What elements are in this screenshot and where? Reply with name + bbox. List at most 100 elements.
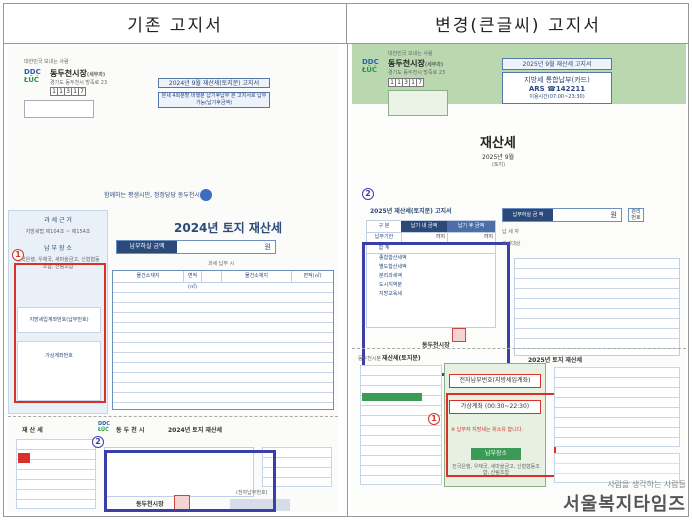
stub-red-tag (18, 453, 30, 463)
sender-city: 동두천시장(세무과) (388, 59, 444, 68)
item-1: 종합합산세액 (379, 255, 407, 261)
slogan-badge-icon (200, 189, 212, 201)
annotation-box-1 (14, 263, 106, 403)
center-divider (347, 44, 348, 517)
stub-tax: 재 산 세 (22, 427, 43, 434)
item-2: 별도합산세액 (379, 264, 407, 270)
left-column: 과 세 근 거 지방세법 제104조 ~ 제154조 납 부 장 소 전국은행,… (8, 210, 108, 414)
stub-left-table (360, 365, 442, 485)
stub-title: 2024년 토지 재산세 (168, 427, 222, 434)
annotation-box-1 (446, 393, 556, 477)
watermark-subtitle: 사람을 생각하는 사람들 (607, 480, 686, 489)
sender-city: 동두천시장(세무과) (50, 69, 106, 78)
taxpayer-label: 납 세 자 (502, 229, 519, 235)
amount-unit: 원 (610, 211, 617, 219)
electronic-account-box: 지방세입계좌번호(납부번호) (17, 307, 101, 333)
sender-address: 경기도 동두천시 방죽로 23 (388, 70, 446, 76)
stub-green-panel: 전자납부번호(지방세입계좌) 가상계좌 (00:30~22:30) ※ 납부자 … (444, 363, 546, 487)
sender-address: 경기도 동두천시 방죽로 23 (50, 80, 108, 86)
amount-row: 납부하실 금액 원 (116, 240, 276, 254)
stub-right-notes (554, 453, 680, 483)
pay-place-text: 전국은행, 우체국, 새마을금고, 신협협동조합, 산림조합 (16, 257, 100, 270)
virtual-account: 가상계좌 (00:30~22:30) (449, 400, 541, 414)
sender-line: 대한민국 보내는 사람 (388, 51, 433, 57)
item-4: 도시지역분 (379, 282, 403, 288)
footer-city: 동두천시장 (422, 342, 450, 349)
due-table: 구 분 납기 내 금액 납기 후 금액 납부기한 까지 까지 합 계 종합합산세… (366, 220, 496, 328)
tax-name: 재산세 (480, 136, 516, 151)
payment-stub: 동두천시분 재산세(토지분) 2025년 토지 재산세 전자납부번호(지방세입계… (352, 348, 686, 512)
meta-table (388, 90, 448, 116)
stub-title: 2025년 토지 재산세 (528, 357, 582, 364)
row-after: 납기 후 금액 (447, 221, 495, 232)
annotation-number-1: 1 (428, 413, 440, 425)
stub-left-table (16, 439, 96, 509)
col-location-2: 물건소재지 (221, 271, 291, 282)
notice-type-box: 2024년 9월 재산세(토지분) 고지서 (158, 78, 270, 88)
mgmt-box: 관리 번호 (628, 208, 644, 222)
electronic-pay-number: 전자납부번호(지방세입계좌) (449, 374, 541, 388)
row-total: 합 계 (378, 245, 390, 251)
due-label: 과세 납부 시 (208, 261, 235, 267)
main-title: 2024년 토지 재산세 (174, 221, 282, 235)
property-table (514, 258, 680, 356)
notice-sub-box: 본세 4회분할 비행분 납기후납부 본 고지서로 납부가능(납기후금액) (158, 92, 270, 108)
official-stamp (452, 328, 466, 342)
header-right: 변경(큰글씨) 고지서 (347, 4, 689, 44)
col-area: 면적(㎡) (183, 271, 201, 290)
header-left: 기존 고지서 (4, 4, 347, 44)
stub-label: 동두천시분 (358, 356, 382, 362)
pay-place-text: 전국은행, 우체국, 새마을금고, 신협협동조합, 산림조합 (452, 464, 540, 476)
stub-tax: 재산세(토지분) (382, 355, 421, 362)
amount-label: 납부하실 금액 (117, 241, 177, 253)
ars-line1: 지방세 통합납부(카드) (524, 76, 590, 84)
pay-place-label: 납 부 장 소 (44, 245, 72, 252)
notice-text: ※ 납부자 지방세는 위소유 합니다. (451, 427, 523, 433)
row-kind: 구 분 (378, 223, 390, 229)
comparison-frame: 기존 고지서 변경(큰글씨) 고지서 (3, 3, 689, 517)
property-table: 물건소재지 면적(㎡) 물건소재지 면적(㎡) (112, 270, 334, 410)
tax-kind: (토지) (492, 162, 506, 168)
meta-table (24, 100, 94, 118)
row-due-unit: 까지 (401, 233, 447, 242)
amount-label: 납부하실 금 액 (503, 209, 553, 221)
pay-place-label: 납부장소 (471, 448, 521, 460)
annotation-number-2: 2 (362, 188, 374, 200)
virtual-account-box: 가상계좌번호 (17, 341, 101, 401)
notice-banner: 2025년 9월 재산세 고지서 (502, 58, 612, 70)
amount-row: 납부하실 금 액 원 (502, 208, 622, 222)
ars-line3: 이용시간(07:00~23:30) (529, 94, 585, 100)
annotation-box-2 (104, 450, 276, 512)
tax-period: 2025년 9월 (482, 154, 515, 161)
slogan: 함께하는 평생시민, 정정당당 동두천시 (104, 192, 200, 199)
publisher-watermark: 사람을 생각하는 사람들 서울복지타임즈 (563, 479, 686, 516)
annotation-number-2: 2 (92, 436, 104, 448)
item-5: 지방교육세 (379, 291, 403, 297)
stub-signer: 동두천시장 (136, 501, 164, 508)
amount-unit: 원 (264, 243, 271, 251)
col-area-2: 면적(㎡) (291, 271, 333, 282)
watermark-title: 서울복지타임즈 (563, 494, 686, 515)
col-location: 물건소재지 (136, 273, 160, 279)
row-before: 납기 내 금액 (401, 221, 447, 232)
ars-line2: ARS ☎142211 (528, 85, 586, 93)
section-title: 2025년 재산세(토지분) 고지서 (370, 208, 452, 215)
stub-right-table (554, 367, 680, 447)
row-due-unit-2: 까지 (447, 233, 495, 242)
item-sum-label: 과세대상 (502, 241, 521, 247)
table-lines (113, 283, 333, 409)
stub-note: (전자납부번호) (236, 490, 268, 496)
item-3: 분리과세액 (379, 273, 403, 279)
stub-detail-table (104, 447, 254, 497)
stub-city: 동 두 천 시 (116, 427, 145, 434)
row-due: 납부기한 (374, 234, 394, 240)
ars-box: 지방세 통합납부(카드) ARS ☎142211 이용시간(07:00~23:3… (502, 72, 612, 104)
